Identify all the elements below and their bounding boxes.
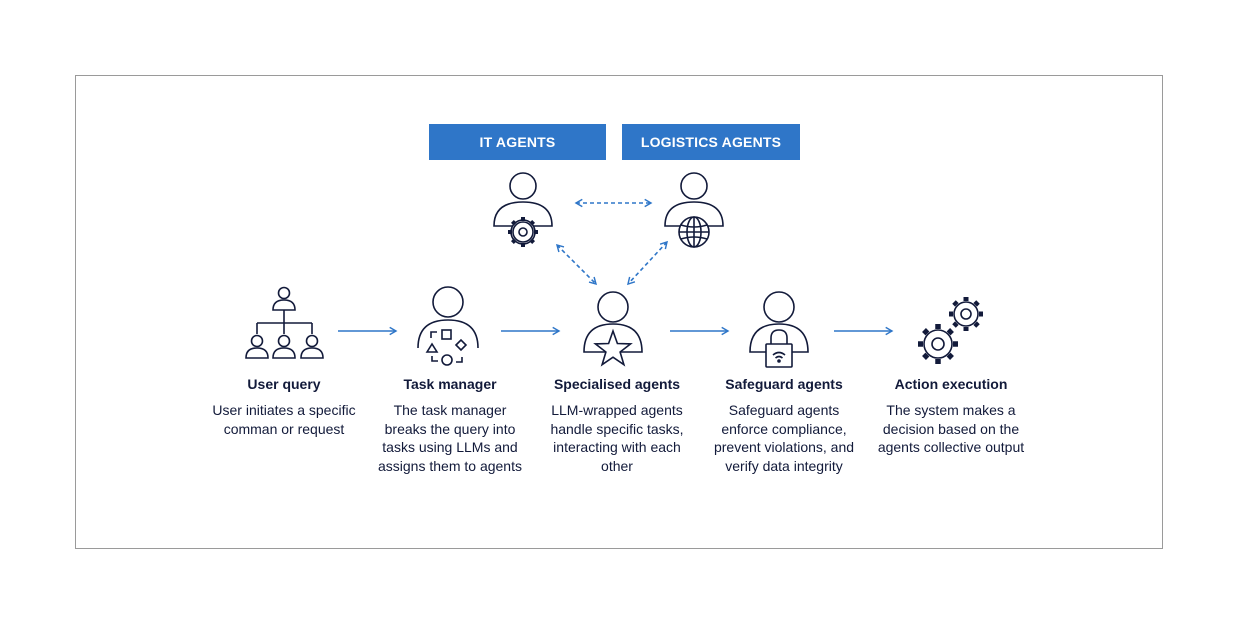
step-title-task-manager: Task manager <box>403 376 497 392</box>
logistics-agent-icon <box>664 172 724 248</box>
org-chart-icon <box>245 286 324 359</box>
lock-agent-icon <box>749 291 809 368</box>
step-desc-task-manager: The task manager breaks the query into t… <box>378 402 522 474</box>
logistics-agents-label: LOGISTICS AGENTS <box>622 124 800 160</box>
diagram-frame <box>75 75 1163 549</box>
step-desc-specialised-agents: LLM-wrapped agents handle specific tasks… <box>550 402 684 474</box>
step-title-user-query: User query <box>247 376 321 392</box>
step-desc-user-query: User initiates a specific comman or requ… <box>212 402 356 437</box>
step-desc-safeguard-agents: Safeguard agents enforce compliance, pre… <box>713 402 855 474</box>
step-desc-action-execution: The system makes a decision based on the… <box>877 402 1025 455</box>
step-title-action-execution: Action execution <box>894 376 1008 392</box>
it-agents-label: IT AGENTS <box>429 124 606 160</box>
arrow-it-specialised <box>555 243 598 286</box>
task-manager-icon <box>417 286 479 366</box>
it-agent-icon <box>493 172 553 247</box>
arrow-logistics-specialised <box>627 240 668 286</box>
gears-icon <box>918 297 983 364</box>
step-title-specialised-agents: Specialised agents <box>553 376 681 392</box>
star-agent-icon <box>583 291 643 367</box>
interaction-arrows <box>555 198 668 286</box>
step-title-safeguard-agents: Safeguard agents <box>725 376 843 392</box>
